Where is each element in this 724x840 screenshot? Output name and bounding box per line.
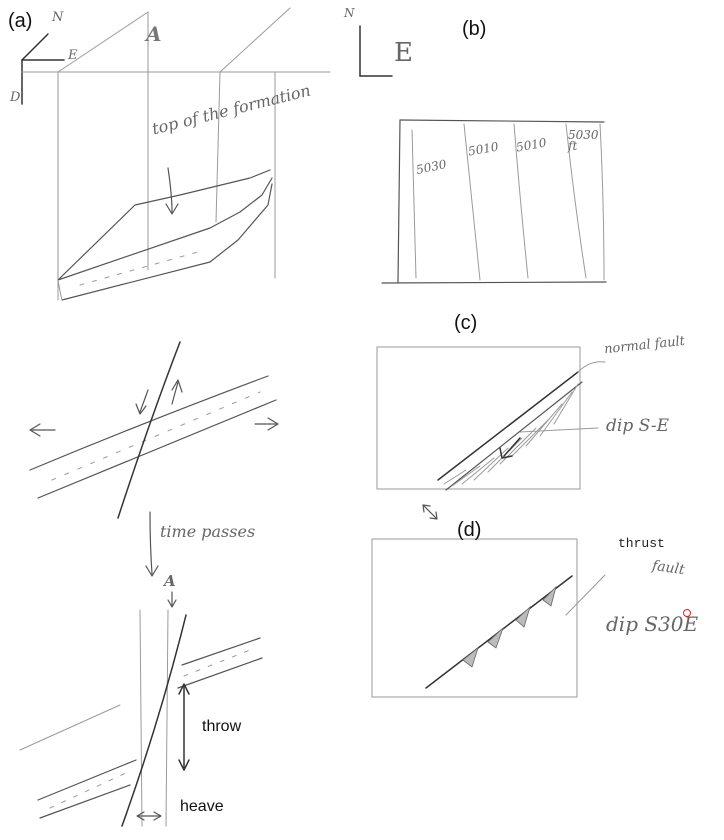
throw-heave-sketch [19,609,263,827]
time-passes-note: time passes [160,522,256,541]
dip-note-c: dip S-E [606,416,670,436]
compass-north-label-a: N [52,10,64,25]
panel-label-c: (c) [454,312,478,334]
dip-note-d: dip S30E [606,612,699,636]
contour-map [381,119,607,284]
panel-label-b: (b) [462,18,487,40]
fault-extension-sketch [29,341,279,608]
panel-label-d: (d) [457,519,482,541]
compass-north-label-b: N [344,6,355,20]
panel-label-a: (a) [8,10,33,32]
compass-b [359,25,393,77]
thrust-label: thrust [618,536,665,551]
compass-east-label-b: E [394,38,413,68]
contour-label: 5030 ft [568,128,599,153]
compass-east-label-a: E [68,48,78,63]
block-diagram [21,7,331,301]
compass-down-label-a: D [10,90,21,105]
compass-a [21,33,65,105]
normal-fault-map [376,346,606,520]
throw-label: throw [202,718,242,735]
degree-mark [683,609,691,617]
heave-label: heave [180,798,224,815]
thrust-fault-map [371,538,606,698]
lower-mark-a: A [164,572,176,590]
block-mark-a: A [146,22,162,46]
